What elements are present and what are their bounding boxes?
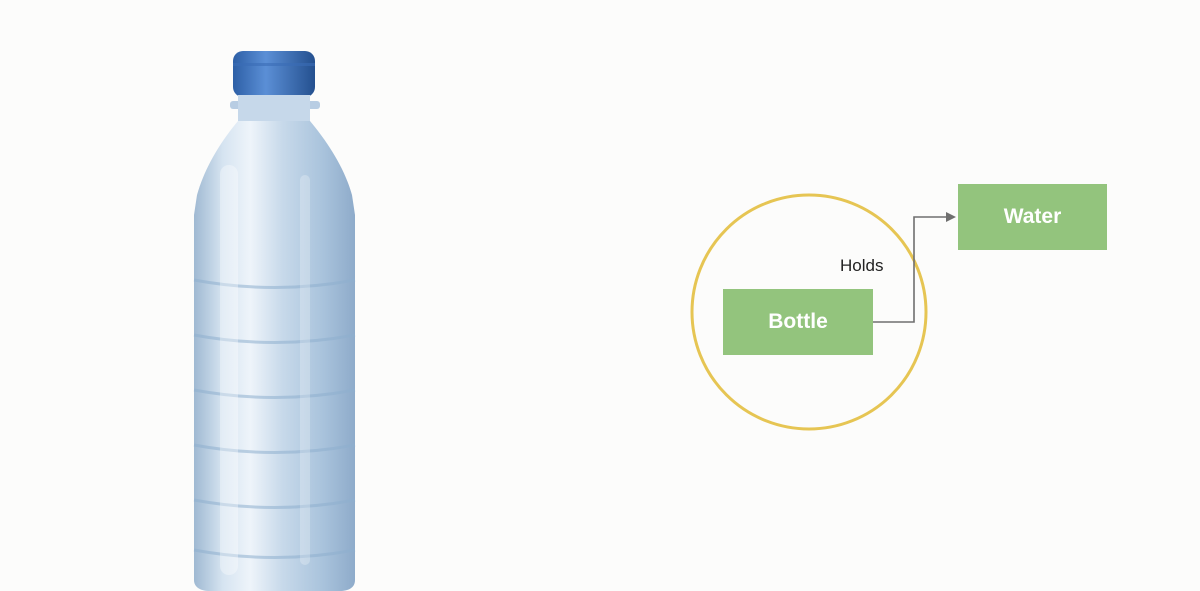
water-bottle-image — [193, 51, 356, 591]
water-node: Water — [958, 184, 1107, 250]
holds-edge-label: Holds — [840, 256, 884, 275]
focus-circle — [690, 193, 928, 431]
water-node-label: Water — [1003, 205, 1062, 228]
arrowhead-icon — [946, 212, 956, 222]
bottle-node: Bottle — [723, 289, 873, 355]
holds-connector — [873, 216, 948, 323]
bottle-node-label: Bottle — [768, 310, 828, 333]
